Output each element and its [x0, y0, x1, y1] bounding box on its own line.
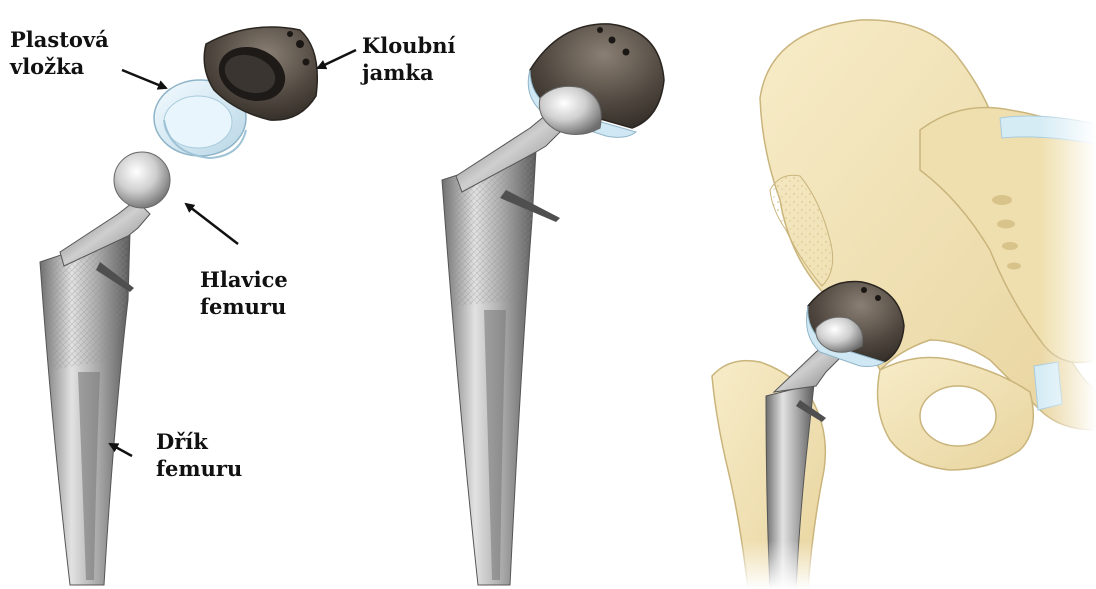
- label-femoral-stem: Dřík femuru: [156, 428, 242, 482]
- arrow-liner: [122, 70, 166, 88]
- label-plastic-liner-line1: Plastová: [10, 26, 109, 53]
- label-acetabular-cup-line1: Kloubní: [362, 32, 455, 59]
- label-femoral-head-line1: Hlavice: [200, 266, 288, 293]
- exploded-stem-group: [40, 152, 170, 585]
- anatomical-pelvis-view: [700, 0, 1096, 589]
- obturator-foramen: [920, 386, 996, 446]
- femoral-head-exploded: [114, 152, 170, 208]
- label-acetabular-cup: Kloubní jamka: [362, 32, 455, 86]
- label-femoral-head-line2: femuru: [200, 293, 288, 320]
- label-femoral-stem-line2: femuru: [156, 455, 242, 482]
- label-acetabular-cup-line2: jamka: [362, 59, 455, 86]
- arrow-cup: [318, 50, 356, 68]
- label-femoral-stem-line1: Dřík: [156, 428, 242, 455]
- assembled-prosthesis: [442, 24, 664, 585]
- label-plastic-liner-line2: vložka: [10, 53, 109, 80]
- label-plastic-liner: Plastová vložka: [10, 26, 109, 80]
- label-femoral-head: Hlavice femuru: [200, 266, 288, 320]
- arrow-head: [186, 204, 238, 244]
